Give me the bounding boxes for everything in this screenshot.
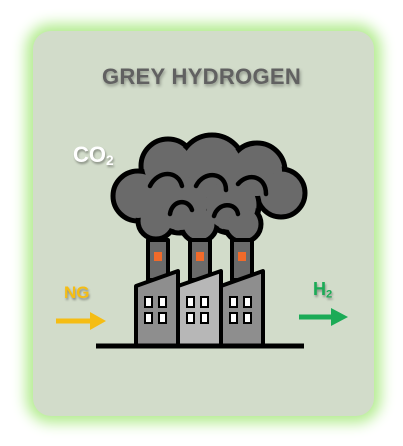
ng-arrow-icon	[56, 312, 106, 330]
co2-label-subscript: 2	[106, 153, 114, 168]
h2-label-main: H	[313, 279, 326, 299]
h2-label-subscript: 2	[326, 288, 333, 301]
h2-arrow-icon	[299, 308, 348, 326]
ng-label-text: NG	[64, 283, 90, 302]
factory-icon	[134, 238, 265, 348]
h2-label: H2	[313, 279, 332, 300]
diagram-title: GREY HYDROGEN	[101, 64, 302, 89]
ng-label: NG	[64, 283, 90, 303]
co2-label-main: CO	[73, 142, 106, 167]
co2-label: CO2	[73, 142, 114, 168]
